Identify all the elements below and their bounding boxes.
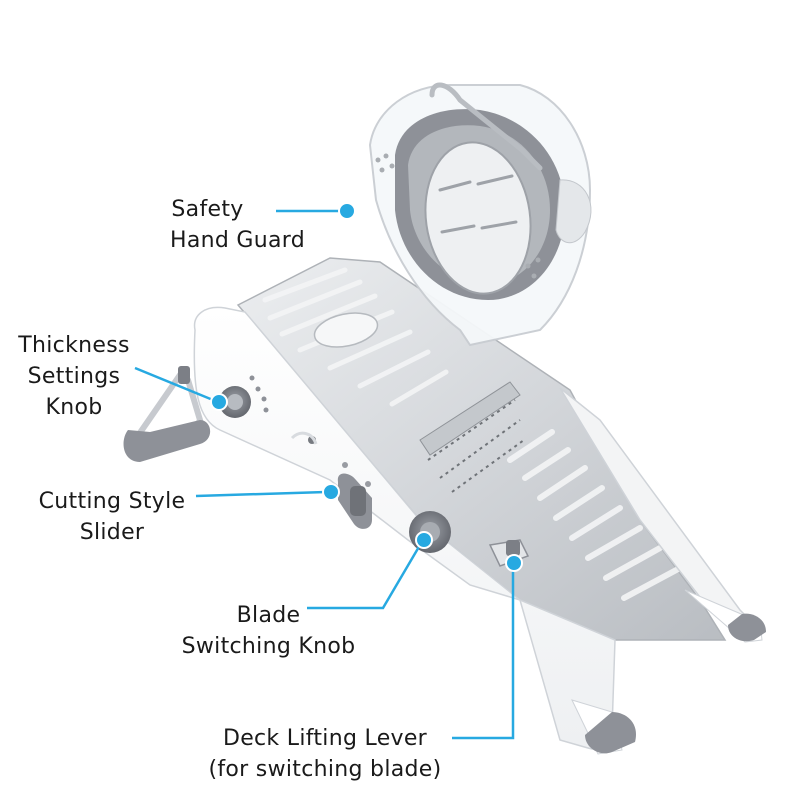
leader-line-slider: [195, 490, 327, 498]
cutting-style-slider[interactable]: [337, 473, 372, 529]
label-cutting-style-slider: Cutting Style Slider: [24, 486, 200, 548]
label-line: Safety: [171, 197, 244, 222]
safety-hand-guard: [368, 82, 592, 347]
label-line: Knob: [45, 395, 103, 420]
label-line: (for switching blade): [208, 757, 442, 782]
label-deck-lifting-lever: Deck Lifting Lever (for switching blade): [190, 723, 460, 785]
label-safety-hand-guard: Safety Hand Guard: [150, 194, 325, 256]
callout-dot-lever: [505, 554, 523, 572]
label-blade-switching-knob: Blade Switching Knob: [166, 600, 371, 662]
label-line: Blade: [236, 603, 301, 628]
callout-dots: [210, 202, 523, 572]
leader-line-lever: [452, 566, 515, 740]
label-line: Hand Guard: [169, 228, 306, 253]
label-line: Settings: [27, 364, 121, 389]
deck-lifting-lever[interactable]: [488, 539, 530, 567]
callout-dot-slider: [322, 483, 340, 501]
leader-line-thickness: [134, 366, 214, 402]
label-line: Deck Lifting Lever: [222, 726, 428, 751]
label-line: Thickness: [18, 333, 130, 358]
support-stand: [123, 366, 211, 462]
leader-line-blade: [307, 544, 422, 610]
callout-leaders: [134, 209, 515, 740]
label-line: Slider: [79, 520, 145, 545]
label-line: Switching Knob: [181, 634, 356, 659]
callout-dot-guard: [338, 202, 356, 220]
julienne-blades: [419, 381, 525, 493]
label-thickness-settings-knob: Thickness Settings Knob: [8, 330, 140, 423]
white-body-frame: [193, 306, 766, 755]
thickness-settings-knob[interactable]: [219, 386, 251, 418]
label-line: Cutting Style: [38, 489, 186, 514]
callout-dot-thickness: [210, 393, 228, 411]
callout-dot-blade: [415, 531, 433, 549]
